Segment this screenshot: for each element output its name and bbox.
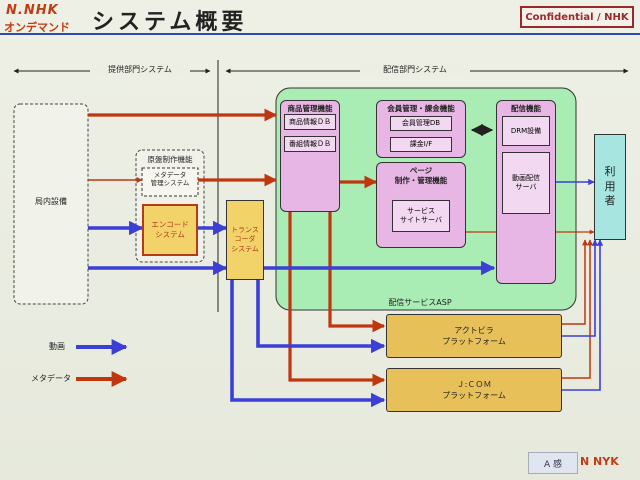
video-arrows (88, 178, 604, 408)
transcoder-system: トランス コーダ システム (226, 200, 264, 280)
actvila-platform: アクトビラ プラットフォーム (386, 314, 562, 358)
program-db: 番組情報ＤＢ (284, 136, 336, 152)
footer-nhk-logo: N NYK (580, 455, 619, 468)
service-site-server: サービス サイトサーバ (392, 200, 450, 232)
footer-badge: A 感 (528, 452, 578, 474)
nhk-ondemand-logo-text: オンデマンド (4, 21, 70, 34)
header-divider (0, 33, 640, 35)
distribution-section-label: 配信部門システム (360, 64, 470, 75)
product-mgmt-title: 商品管理機能 (287, 104, 333, 113)
member-mgmt-title: 会員管理・課金機能 (387, 104, 455, 113)
video-delivery-server: 動画配信 サーバ (502, 152, 550, 214)
master-production-label: 原盤制作機能 (147, 155, 193, 164)
drm-equipment: DRM設備 (502, 116, 550, 146)
provider-section-label: 提供部門システム (90, 64, 190, 75)
station-box-shape (13, 103, 89, 305)
encode-system: エンコード システム (142, 204, 198, 256)
legend-video-label: 動画 (49, 342, 65, 351)
legend-metadata-label: メタデータ (31, 374, 71, 383)
jcom-platform: Ｊ:ＣＯＭ プラットフォーム (386, 368, 562, 412)
product-db: 商品情報ＤＢ (284, 114, 336, 130)
billing-if: 課金I/F (390, 137, 452, 152)
member-db: 会員管理DB (390, 116, 452, 131)
asp-label: 配信サービスASP (388, 298, 452, 307)
delivery-title: 配信機能 (511, 104, 541, 113)
metadata-mgmt-label: メタデータ 管理システム (150, 171, 190, 188)
metadata-mgmt-shape (141, 167, 199, 197)
confidential-badge: Confidential / NHK (520, 6, 634, 28)
page-mgmt-title: ページ 制作・管理機能 (394, 166, 448, 186)
user-box: 利 用 者 (594, 134, 626, 240)
nhk-logo: N.NHK (6, 3, 59, 18)
page-title: システム概要 (92, 10, 248, 35)
station-label: 局内設備 (35, 197, 67, 206)
